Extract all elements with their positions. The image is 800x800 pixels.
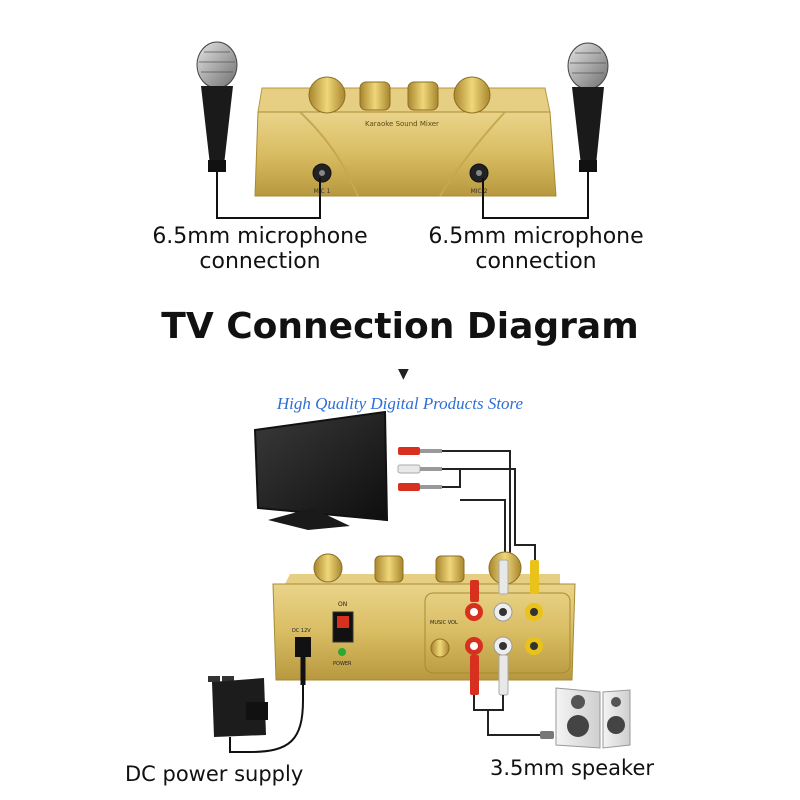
left-mic-caption-line-2: connection [199, 249, 321, 274]
left-microphone [196, 41, 238, 172]
diagram-title: TV Connection Diagram [161, 306, 639, 347]
music-vol-label: MUSIC VOL [430, 620, 458, 626]
mixer-back-unit [272, 551, 576, 681]
rca-plugs-mixer-top [470, 559, 539, 602]
dc-cable [229, 685, 304, 753]
left-mic-cable [216, 172, 321, 219]
right-mic-caption: 6.5mm microphone connection [416, 224, 656, 274]
rca-plugs-mixer-bottom [470, 654, 509, 696]
rca-cable-1 [442, 450, 511, 560]
left-mic-caption: 6.5mm microphone connection [140, 224, 380, 274]
left-mic-caption-line-1: 6.5mm microphone [152, 224, 368, 249]
down-arrow-icon: ▼ [398, 366, 409, 382]
power-label: POWER [333, 661, 352, 667]
power-adapter-icon [208, 676, 268, 737]
speaker-jack-plug [540, 731, 554, 739]
switch-label: ON [338, 601, 347, 608]
rca-cable-2 [442, 468, 536, 565]
mixer-panel-text: Karaoke Sound Mixer [365, 120, 439, 128]
right-mic-caption-line-1: 6.5mm microphone [428, 224, 644, 249]
right-mic-caption-line-2: connection [475, 249, 597, 274]
mixer-front-unit [254, 76, 557, 197]
mic1-jack-label: MIC 1 [314, 188, 331, 195]
rca-cable-3 [442, 470, 506, 560]
mic2-jack-label: MIC 2 [471, 188, 488, 195]
rca-plugs-tv [397, 447, 442, 491]
speaker-icon [555, 687, 631, 749]
right-microphone [567, 42, 609, 172]
store-watermark: High Quality Digital Products Store [276, 394, 524, 413]
tv-icon [253, 410, 389, 530]
dc-power-caption: DC power supply [125, 762, 304, 786]
speaker-caption: 3.5mm speaker [490, 756, 655, 780]
right-mic-cable [482, 172, 589, 219]
dc-label: DC 12V [292, 628, 311, 634]
speaker-cable [473, 695, 545, 736]
